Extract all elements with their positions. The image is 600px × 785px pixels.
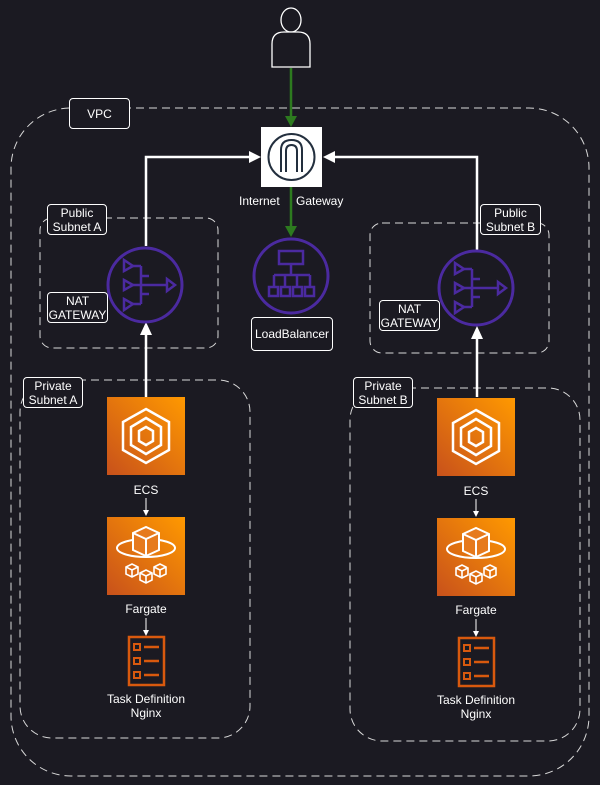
ecs-icon bbox=[107, 397, 185, 475]
fargate-a-to-task-a-arrow bbox=[143, 618, 149, 636]
vpc-label-text: VPC bbox=[87, 107, 112, 121]
public-subnet-b-line1: Public bbox=[494, 206, 527, 220]
task-definition-b-line2: Nginx bbox=[460, 707, 492, 721]
fargate-b-to-task-b-arrow bbox=[473, 619, 479, 637]
nat-gateway-a-line2: GATEWAY bbox=[48, 308, 107, 322]
internet-gateway-label-right: Gateway bbox=[296, 194, 344, 208]
ecs-b-to-nat-b-arrow bbox=[471, 326, 483, 397]
nat-gateway-b-line1: NAT bbox=[397, 302, 422, 316]
nat-gateway-b-label: NAT GATEWAY bbox=[379, 300, 440, 331]
public-subnet-a-boundary bbox=[39, 217, 219, 349]
private-subnet-a-line2: Subnet A bbox=[28, 393, 78, 407]
private-subnet-b-boundary bbox=[349, 387, 581, 742]
public-subnet-b-boundary bbox=[369, 222, 550, 354]
internet-gateway-icon bbox=[261, 127, 322, 187]
task-definition-a-label: Task Definition Nginx bbox=[96, 692, 196, 720]
private-subnet-b-line2: Subnet B bbox=[358, 393, 408, 407]
private-subnet-a-line1: Private bbox=[34, 379, 72, 393]
fargate-icon bbox=[107, 517, 185, 595]
private-subnet-b-label: Private Subnet B bbox=[353, 377, 413, 408]
ecs-a-to-fargate-a-arrow bbox=[143, 498, 149, 516]
nat-gateway-icon bbox=[437, 249, 515, 327]
task-definition-a-line1: Task Definition bbox=[106, 692, 186, 706]
public-subnet-a-label: Public Subnet A bbox=[47, 204, 107, 235]
nat-gateway-a-line1: NAT bbox=[65, 294, 90, 308]
ecs-icon bbox=[437, 398, 515, 476]
ecs-a-label: ECS bbox=[133, 483, 159, 497]
fargate-a-label: Fargate bbox=[125, 602, 167, 616]
task-definition-icon bbox=[127, 635, 166, 687]
internet-gateway-label-left: Internet bbox=[239, 194, 280, 208]
vpc-boundary bbox=[10, 107, 590, 777]
gateway-to-loadbalancer-arrow bbox=[285, 187, 297, 237]
task-definition-b-line1: Task Definition bbox=[436, 693, 516, 707]
ecs-b-to-fargate-b-arrow bbox=[473, 499, 479, 517]
public-subnet-a-line2: Subnet A bbox=[52, 220, 102, 234]
task-definition-a-line2: Nginx bbox=[130, 706, 162, 720]
nat-gateway-a-label: NAT GATEWAY bbox=[47, 292, 108, 323]
private-subnet-a-label: Private Subnet A bbox=[23, 377, 83, 408]
ecs-b-label: ECS bbox=[463, 484, 489, 498]
nat-gateway-b-line2: GATEWAY bbox=[380, 316, 439, 330]
nat-a-to-gateway-arrow bbox=[144, 151, 261, 246]
fargate-b-label: Fargate bbox=[455, 603, 497, 617]
task-definition-icon bbox=[457, 636, 496, 688]
private-subnet-a-boundary bbox=[19, 379, 251, 739]
load-balancer-icon bbox=[252, 237, 330, 315]
vpc-label: VPC bbox=[69, 98, 130, 129]
fargate-icon bbox=[437, 518, 515, 596]
public-subnet-b-label: Public Subnet B bbox=[480, 204, 541, 235]
nat-b-to-gateway-arrow bbox=[323, 151, 479, 250]
private-subnet-b-line1: Private bbox=[364, 379, 402, 393]
public-subnet-b-line2: Subnet B bbox=[485, 220, 536, 234]
ecs-a-to-nat-a-arrow bbox=[140, 322, 152, 397]
load-balancer-label: LoadBalancer bbox=[251, 317, 333, 351]
task-definition-b-label: Task Definition Nginx bbox=[426, 693, 526, 721]
public-subnet-a-line1: Public bbox=[60, 206, 94, 220]
nat-gateway-icon bbox=[106, 246, 184, 324]
load-balancer-label-text: LoadBalancer bbox=[254, 327, 330, 341]
user-icon bbox=[271, 7, 311, 68]
user-to-gateway-arrow bbox=[285, 68, 297, 127]
